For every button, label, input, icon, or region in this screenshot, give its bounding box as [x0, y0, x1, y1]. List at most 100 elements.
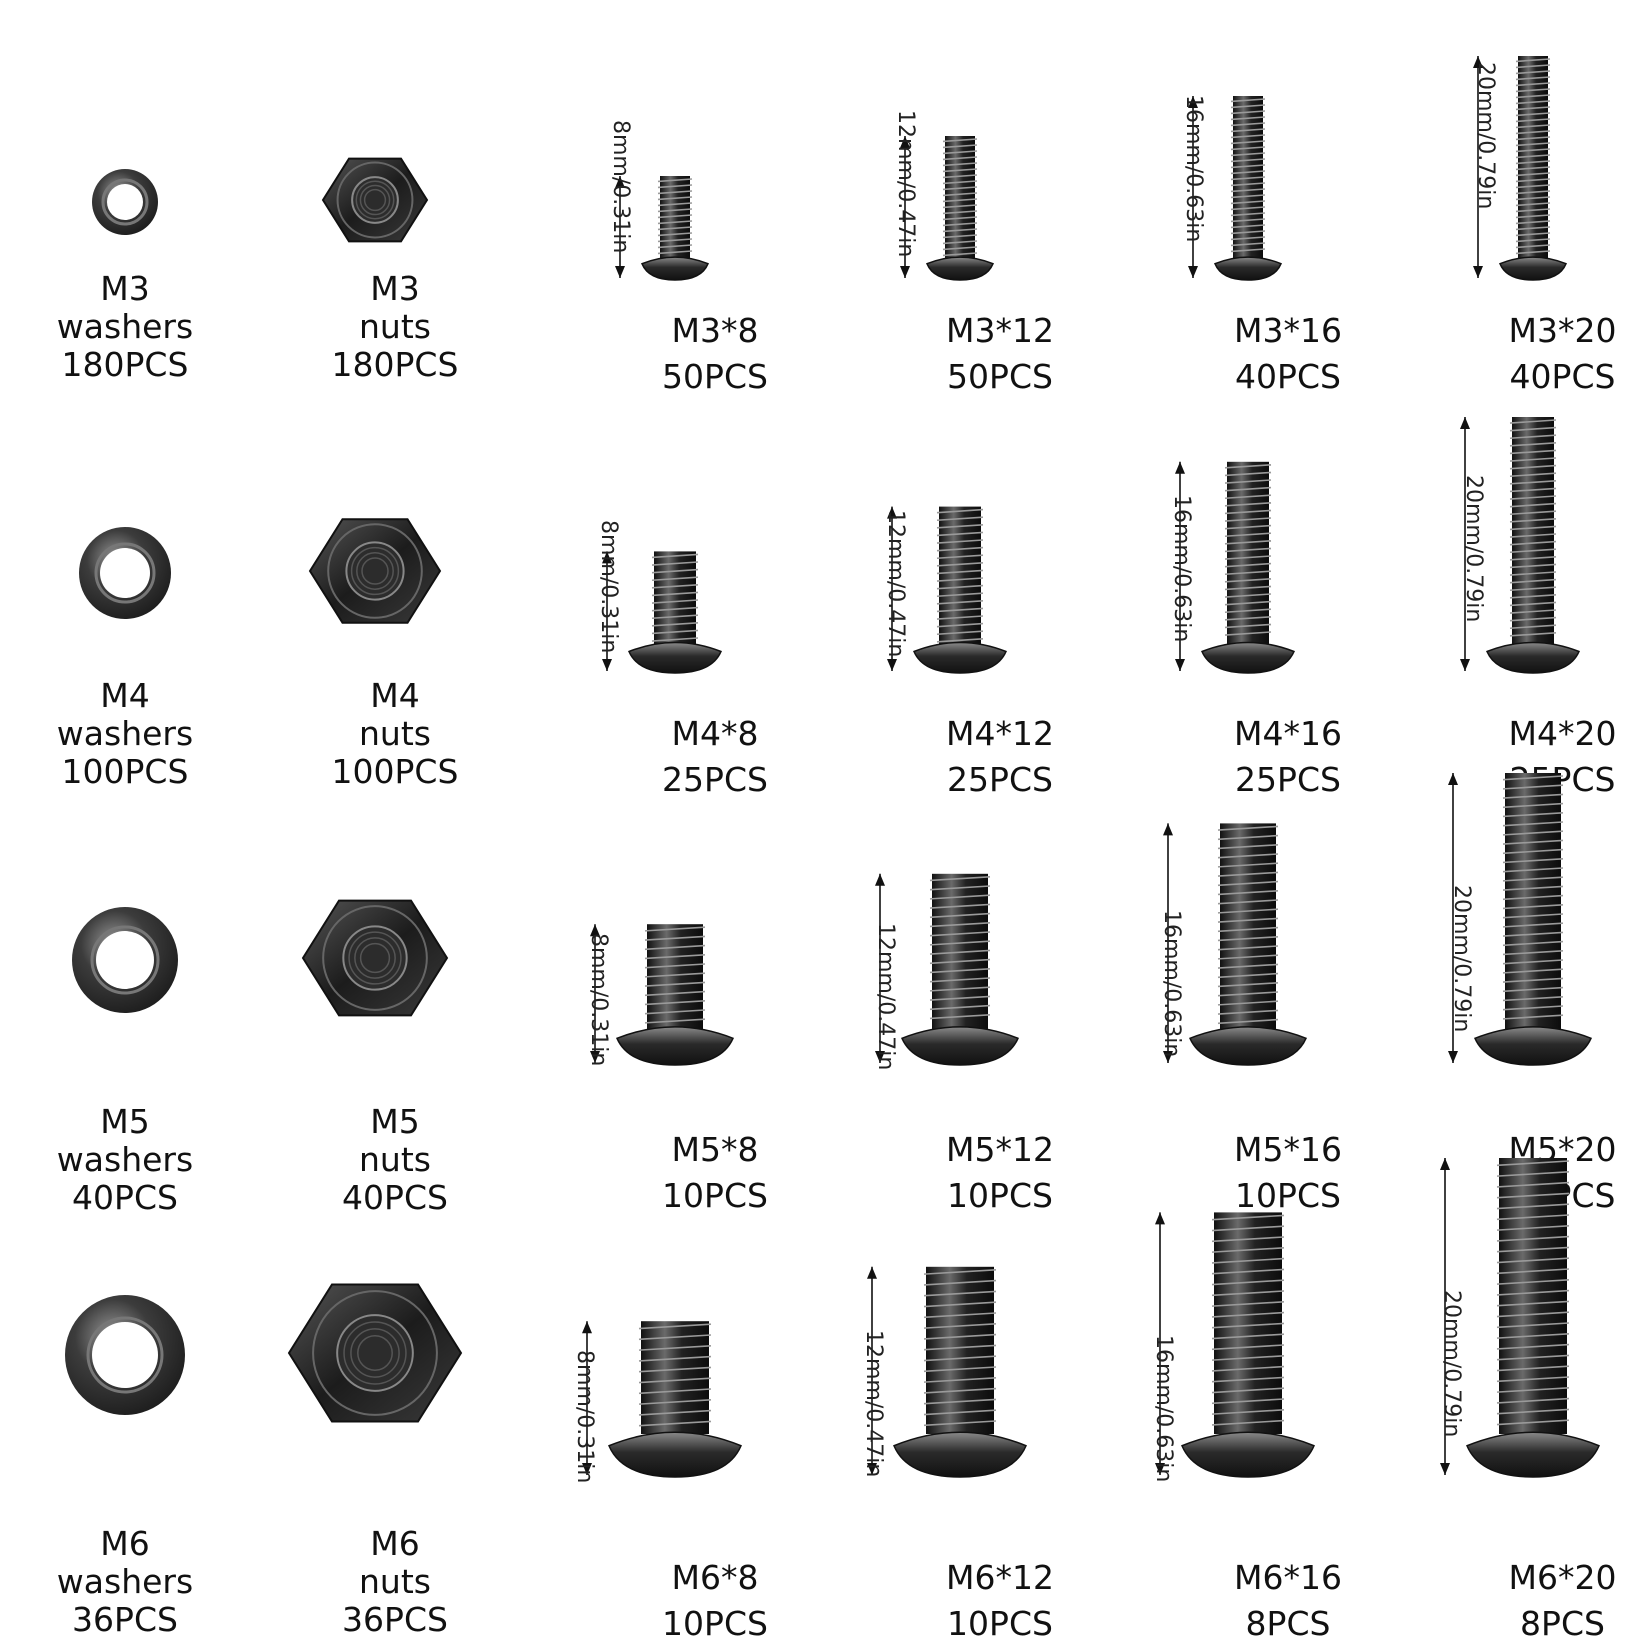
washer-qty: 40PCS	[72, 1178, 178, 1217]
dimension-arrow-head	[867, 1463, 877, 1475]
screw-thread	[936, 607, 984, 613]
screw-qty: 8PCS	[1245, 1604, 1331, 1643]
washer-hole	[92, 1322, 158, 1388]
dimension-arrow-head	[887, 506, 897, 519]
screw-label: M4*8 25PCS	[615, 711, 815, 803]
screw-thread	[1496, 1300, 1570, 1307]
screw-thread	[1230, 182, 1266, 187]
screw-thread	[1515, 130, 1551, 135]
screw-thread	[657, 196, 693, 201]
dimension-arrow-head	[875, 873, 885, 886]
screw-thread	[1211, 1236, 1285, 1243]
screw-thread	[1224, 578, 1272, 583]
washer-qty: 180PCS	[61, 345, 189, 384]
screw-thread	[1230, 218, 1266, 223]
screw-thread	[942, 198, 978, 203]
screw-label: M6*20 8PCS	[1475, 1555, 1650, 1647]
screw-thread	[1224, 547, 1272, 553]
screw-qty: 10PCS	[947, 1604, 1053, 1643]
screw-thread	[657, 220, 693, 225]
screw-head	[1181, 1431, 1315, 1478]
screw-thread	[1211, 1268, 1285, 1275]
screw-thread	[1515, 58, 1551, 63]
washer-hole	[100, 548, 150, 598]
screw-thread	[644, 981, 706, 987]
nut-image	[287, 1283, 463, 1423]
dimension-arrow-head	[1440, 1158, 1450, 1170]
nut-kind: nuts	[359, 307, 431, 346]
dimension-arrow-head	[1175, 461, 1185, 474]
screw-thread	[929, 995, 991, 1001]
screw-image	[615, 176, 709, 281]
screw-thread	[1509, 449, 1557, 455]
screw-image	[582, 1321, 742, 1478]
dimension-arrow-head	[1188, 96, 1198, 108]
screw-head	[913, 641, 1007, 674]
screw-thread	[1230, 176, 1266, 181]
dimension-arrow-head	[582, 1463, 592, 1475]
screw-thread	[1496, 1311, 1570, 1318]
screw-thread	[651, 599, 699, 604]
screw-thread	[923, 1269, 997, 1275]
screw-thread	[942, 162, 978, 167]
nut-label: M4 nuts 100PCS	[295, 677, 495, 791]
screw-thread	[942, 210, 978, 215]
screw-qty: 10PCS	[1235, 1176, 1341, 1215]
screw-thread	[1224, 509, 1272, 515]
screw-thread	[942, 216, 978, 221]
screw-thread	[1496, 1203, 1570, 1210]
screw-thread	[1224, 555, 1272, 560]
screw-thread	[936, 622, 984, 628]
screw-thread	[1496, 1419, 1570, 1426]
screw-name: M6*16	[1234, 1558, 1342, 1597]
screw-thread	[1502, 940, 1564, 947]
screw-thread	[1217, 954, 1279, 960]
screw-head	[926, 256, 994, 281]
screw-thread	[1509, 487, 1557, 493]
dimension-arrow-head	[1175, 659, 1185, 671]
screw-thread	[1515, 220, 1551, 225]
nut-kind: nuts	[359, 714, 431, 753]
screw-thread	[942, 204, 978, 209]
screw-thread	[1211, 1387, 1285, 1394]
screw-thread	[1515, 64, 1551, 69]
screw-dimension: 12mm/0.47in	[893, 110, 918, 258]
screw-thread	[1211, 1322, 1285, 1329]
dimension-arrow-head	[1473, 56, 1483, 68]
screw-shaft	[1227, 461, 1269, 645]
screw-thread	[1496, 1160, 1570, 1167]
nut-chamfer	[312, 1290, 438, 1416]
screw-head	[1466, 1431, 1600, 1478]
screw-thread	[1496, 1354, 1570, 1361]
screw-thread	[936, 516, 984, 522]
dimension-arrow-head	[582, 1321, 592, 1334]
screw-thread	[1230, 152, 1266, 157]
nut-thread	[361, 557, 389, 585]
screw-thread	[1211, 1365, 1285, 1372]
screw-image	[1440, 1158, 1600, 1478]
screw-thread	[1515, 250, 1551, 255]
screw-qty: 10PCS	[662, 1176, 768, 1215]
screw-thread	[929, 977, 991, 983]
nut-chamfer	[327, 523, 423, 619]
screw-thread	[1230, 200, 1266, 205]
screw-thread	[1509, 548, 1557, 554]
screw-thread	[1217, 825, 1279, 831]
screw-thread	[651, 568, 699, 574]
screw-name: M4*20	[1508, 714, 1617, 753]
screw-image	[867, 1266, 1027, 1478]
screw-thread	[936, 600, 984, 605]
screw-dimension: 16mm/0.63in	[1159, 910, 1184, 1058]
screw-thread	[1515, 226, 1551, 231]
screw-thread	[1211, 1290, 1285, 1297]
screw-thread	[651, 637, 699, 642]
screw-thread	[1509, 457, 1557, 462]
screw-thread	[1515, 76, 1551, 81]
screw-thread	[651, 622, 699, 627]
washer-hole	[96, 931, 154, 989]
nut-thread	[354, 937, 396, 979]
screw-thread	[1509, 518, 1557, 523]
screw-thread	[1502, 959, 1564, 965]
nut-size: M5	[370, 1102, 420, 1141]
screw-thread	[936, 531, 984, 537]
